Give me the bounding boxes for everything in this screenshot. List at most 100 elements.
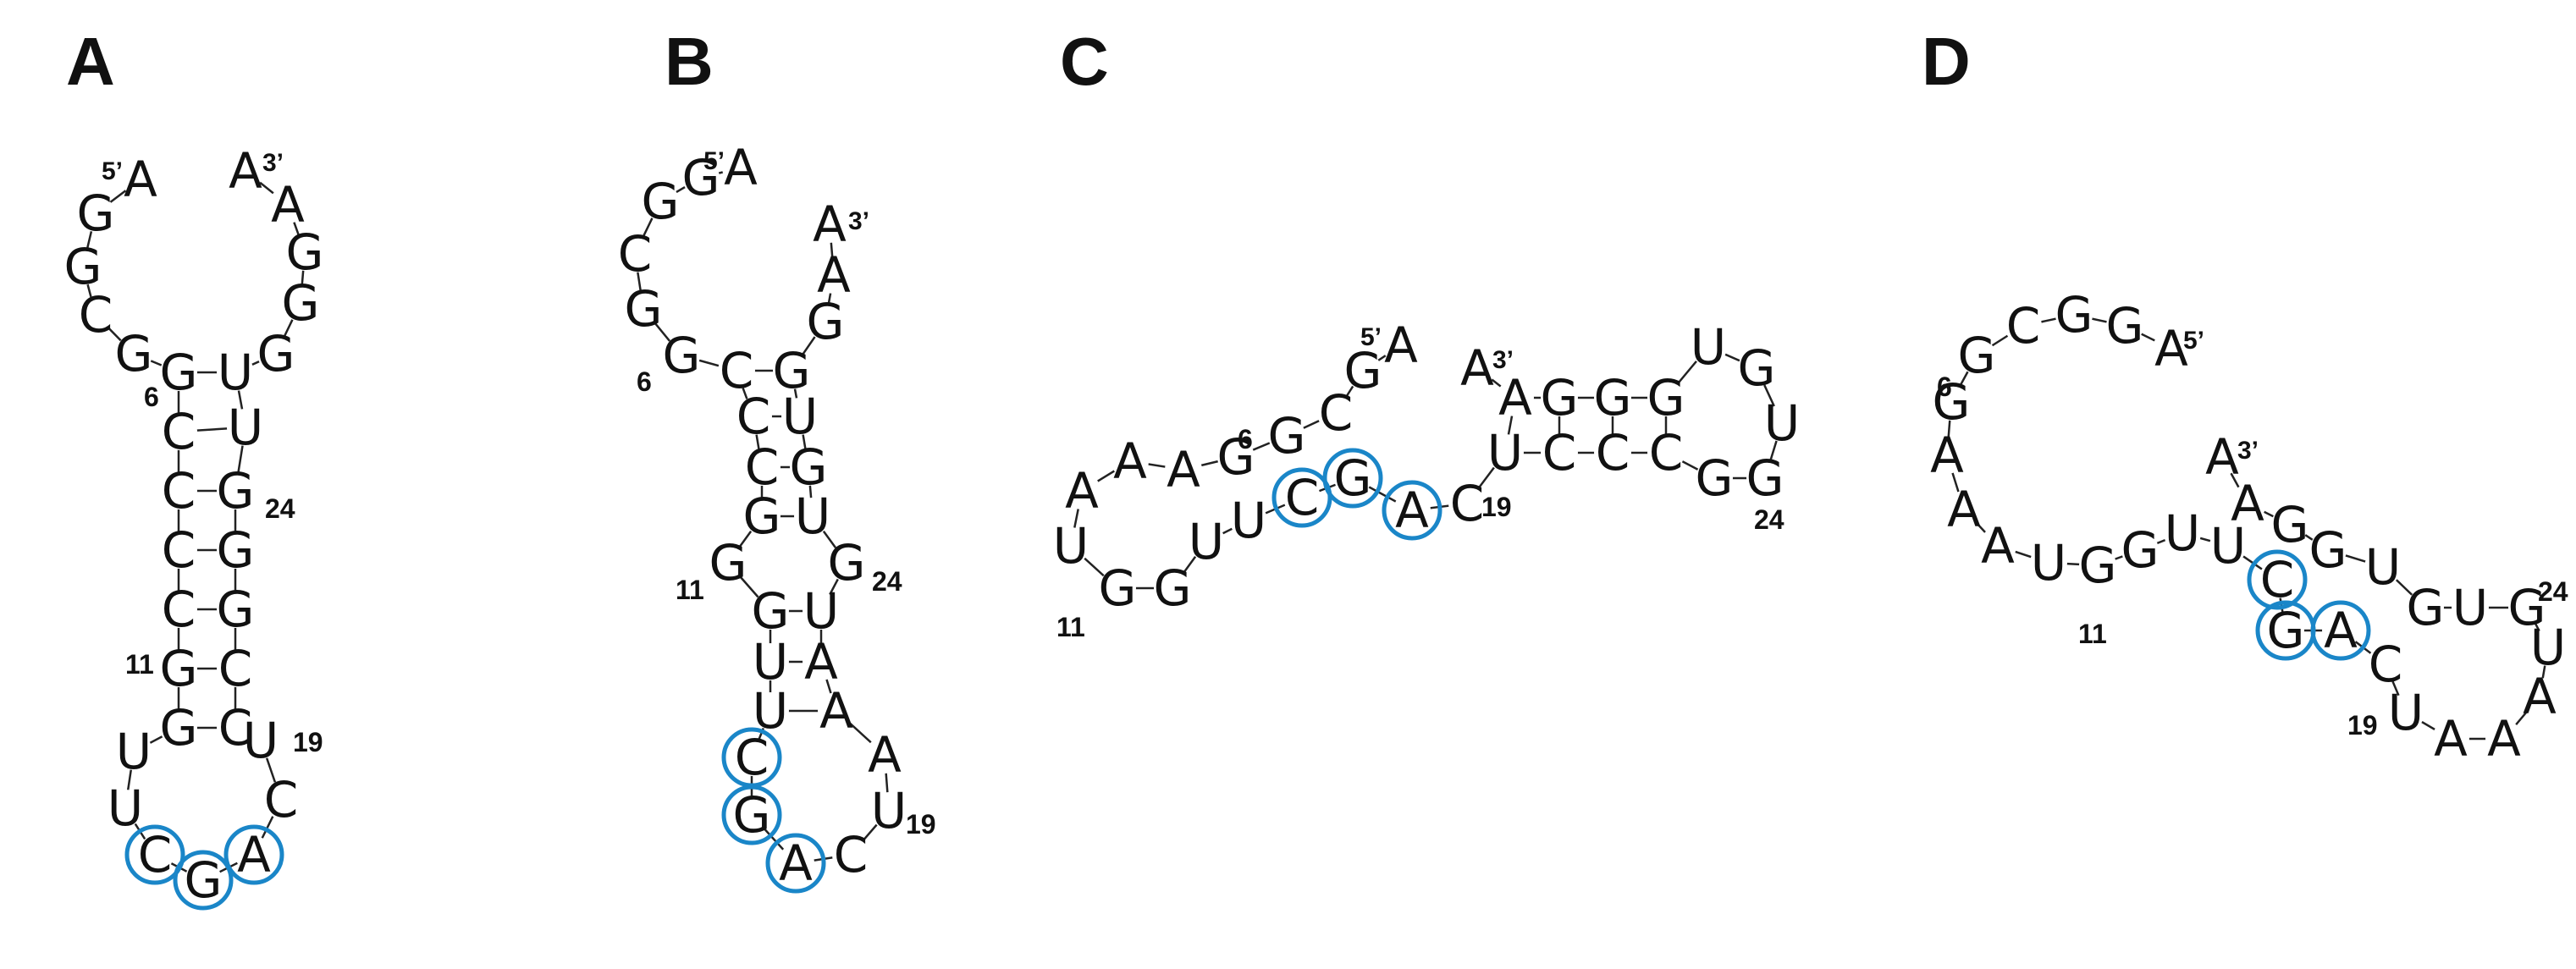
five-prime-label: 5’ xyxy=(2183,327,2204,355)
nucleotide: U xyxy=(243,712,279,769)
nucleotide-backdrop xyxy=(682,159,720,196)
nucleotide-backdrop xyxy=(1958,337,1995,374)
nucleotide-backdrop xyxy=(2452,589,2489,626)
nucleotide: U xyxy=(2530,619,2566,676)
three-prime-label: 3’ xyxy=(848,207,869,235)
nucleotide: U xyxy=(1691,318,1726,376)
nucleotide-backdrop xyxy=(136,836,174,873)
nucleotide-backdrop xyxy=(160,413,197,450)
position-number: 11 xyxy=(1056,612,1085,642)
nucleotide: C xyxy=(720,342,754,399)
nucleotide: C xyxy=(834,826,869,884)
position-number: 6 xyxy=(144,382,159,412)
panel-label-c: C xyxy=(1060,24,1109,99)
nucleotide: C xyxy=(2260,551,2295,608)
nucleotide: G xyxy=(1344,342,1382,399)
nucleotide: C xyxy=(1285,469,1320,526)
nucleotide-backdrop xyxy=(1933,383,1970,421)
nucleotide-backdrop xyxy=(185,862,222,899)
nucleotide: C xyxy=(162,581,196,638)
nucleotide-backdrop xyxy=(2106,307,2143,344)
nucleotide-backdrop xyxy=(2529,629,2567,666)
nucleotide-backdrop xyxy=(735,398,772,435)
nucleotide: G xyxy=(2267,602,2305,659)
nucleotide-backdrop xyxy=(2432,720,2469,757)
nucleotide-backdrop xyxy=(803,643,840,680)
nucleotide: A xyxy=(819,682,853,740)
position-number: 6 xyxy=(1937,372,1952,402)
nucleotide: G xyxy=(1647,369,1685,427)
nucleotide-backdrop xyxy=(2030,544,2067,581)
nucleotide: G xyxy=(77,184,115,242)
nucleotide-backdrop xyxy=(2521,678,2558,715)
nucleotide: U xyxy=(2031,534,2066,592)
highlight-circle xyxy=(2247,549,2308,610)
nucleotide: U xyxy=(2210,517,2246,575)
nucleotide-backdrop xyxy=(1647,379,1685,416)
nucleotide: G xyxy=(828,534,866,592)
nucleotide-backdrop xyxy=(2407,589,2444,626)
nucleotide: C xyxy=(745,438,780,496)
nucleotide-backdrop xyxy=(115,335,152,372)
nucleotide: C xyxy=(736,388,771,445)
nucleotide-backdrop xyxy=(257,335,295,372)
highlight-circle xyxy=(1382,480,1442,541)
nucleotide: G xyxy=(160,699,198,757)
highlight-circle xyxy=(124,824,185,885)
nucleotide-backdrop xyxy=(1594,434,1631,471)
nucleotide: G xyxy=(217,581,255,638)
nucleotide: A xyxy=(1930,427,1964,484)
nucleotide: C xyxy=(1450,475,1485,532)
nucleotide: A xyxy=(804,633,838,691)
nucleotide-backdrop xyxy=(752,692,789,730)
nucleotide: C xyxy=(1649,424,1684,482)
position-number: 11 xyxy=(125,649,154,680)
nucleotide: G xyxy=(282,274,320,332)
nucleotide: A xyxy=(2324,602,2358,659)
nucleotide: U xyxy=(795,487,830,545)
nucleotide-backdrop xyxy=(1487,434,1524,471)
nucleotide-backdrop xyxy=(1738,350,1775,387)
nucleotide-backdrop xyxy=(217,650,254,687)
nucleotide: U xyxy=(218,344,253,401)
nucleotide: C xyxy=(218,699,253,757)
five-prime-label: 5’ xyxy=(1360,323,1382,351)
nucleotide: A xyxy=(817,246,851,304)
nucleotide: C xyxy=(2006,297,2041,355)
nucleotide-backdrop xyxy=(2005,307,2042,344)
nucleotide: G xyxy=(2106,297,2144,355)
nucleotide-backdrop xyxy=(77,195,114,232)
nucleotide: A xyxy=(2434,710,2468,768)
nucleotide: A xyxy=(1113,432,1147,490)
nucleotide-backdrop xyxy=(77,296,114,333)
nucleotide-backdrop xyxy=(115,733,152,770)
nucleotide-backdrop xyxy=(2367,646,2404,683)
nucleotide-backdrop xyxy=(2271,506,2308,543)
nucleotide: G xyxy=(286,223,324,281)
nucleotide: U xyxy=(1231,492,1266,549)
nucleotide-backdrop xyxy=(1283,479,1321,516)
position-number: 24 xyxy=(1754,504,1784,535)
three-prime-label: 3’ xyxy=(1492,346,1514,374)
nucleotide: G xyxy=(1738,339,1776,397)
highlight-circle xyxy=(2310,600,2371,661)
nucleotide-backdrop xyxy=(227,409,264,446)
nucleotide: C xyxy=(2369,636,2403,693)
nucleotide: U xyxy=(1487,424,1523,482)
nucleotide-backdrop xyxy=(2209,527,2247,564)
nucleotide-backdrop xyxy=(642,183,679,220)
position-number: 24 xyxy=(265,493,295,524)
nucleotide-backdrop xyxy=(743,449,781,486)
nucleotide-backdrop xyxy=(107,790,144,827)
nucleotide: C xyxy=(162,403,196,460)
nucleotide-backdrop xyxy=(1746,460,1784,497)
nucleotide: G xyxy=(1099,559,1137,617)
nucleotide: G xyxy=(773,342,811,399)
nucleotide: A xyxy=(2154,320,2188,377)
position-number: 24 xyxy=(872,566,902,597)
panel-label-b: B xyxy=(665,24,714,99)
nucleotide: A xyxy=(779,834,813,892)
nucleotide-backdrop xyxy=(803,592,840,630)
nucleotide: A xyxy=(1167,441,1200,498)
nucleotide-backdrop xyxy=(2079,547,2116,584)
